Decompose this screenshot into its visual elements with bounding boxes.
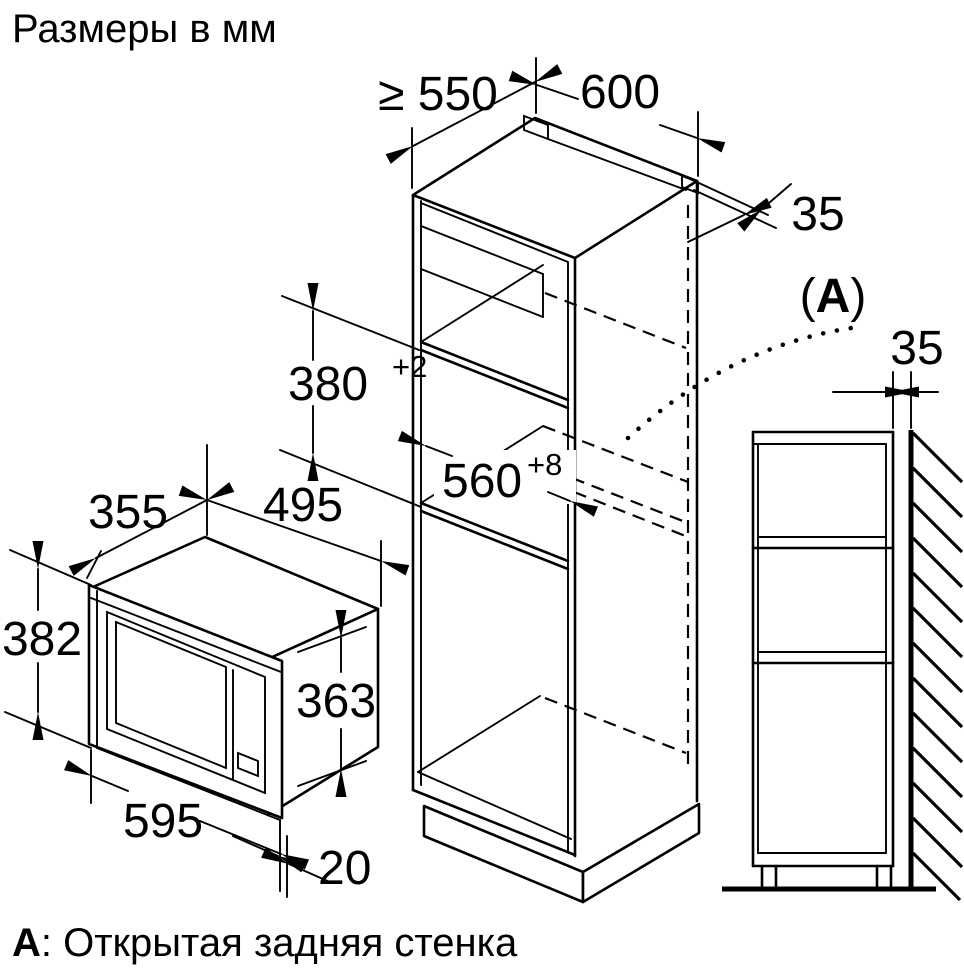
dim-niche-height-tolerance: +2 <box>392 349 427 384</box>
dim-mw-depth: 355 <box>88 486 168 539</box>
dim-mw-frame-overlap: 20 <box>318 842 371 895</box>
cabinet-plinth-side <box>581 802 701 904</box>
dim-wall-gap: 35 <box>890 322 943 375</box>
door-handle-button <box>237 751 259 778</box>
callout-a-label: (A) <box>800 270 867 323</box>
dim-cabinet-width: 600 <box>580 66 660 119</box>
dotted-leader <box>625 324 861 441</box>
cabinet-top-face <box>411 116 699 260</box>
microwave-door <box>106 610 266 795</box>
dim-niche-width-tolerance: +8 <box>527 447 562 482</box>
callout-a: (A) <box>625 270 867 441</box>
footnote: A: Открытая задняя стенка <box>12 921 518 965</box>
tall-cabinet-drawing <box>411 114 701 904</box>
dim-mw-front-height: 382 <box>2 613 82 666</box>
cabinet-dimensions: ≥ 550 600 35 380 +2 560 +8 <box>279 57 845 517</box>
page-title: Размеры в мм <box>12 7 277 51</box>
dim-niche-width: 560 <box>442 455 522 508</box>
microwave-door-window <box>115 620 227 770</box>
dim-cabinet-depth: ≥ 550 <box>378 68 498 121</box>
microwave-drawing: 363 <box>87 535 380 821</box>
side-view-drawing: 35 <box>722 322 964 902</box>
cabinet-feet <box>760 864 893 890</box>
microwave-dimensions: 355 495 382 595 20 <box>2 444 410 898</box>
dim-rear-gap-top: 35 <box>791 188 844 241</box>
cabinet-plinth-front <box>422 804 585 904</box>
wall-hatching <box>911 431 964 902</box>
dim-mw-body-width: 495 <box>263 479 343 532</box>
dim-niche-height: 380 <box>288 358 368 411</box>
dim-body-height: 363 <box>296 675 376 728</box>
dim-mw-front-width: 595 <box>123 795 203 848</box>
